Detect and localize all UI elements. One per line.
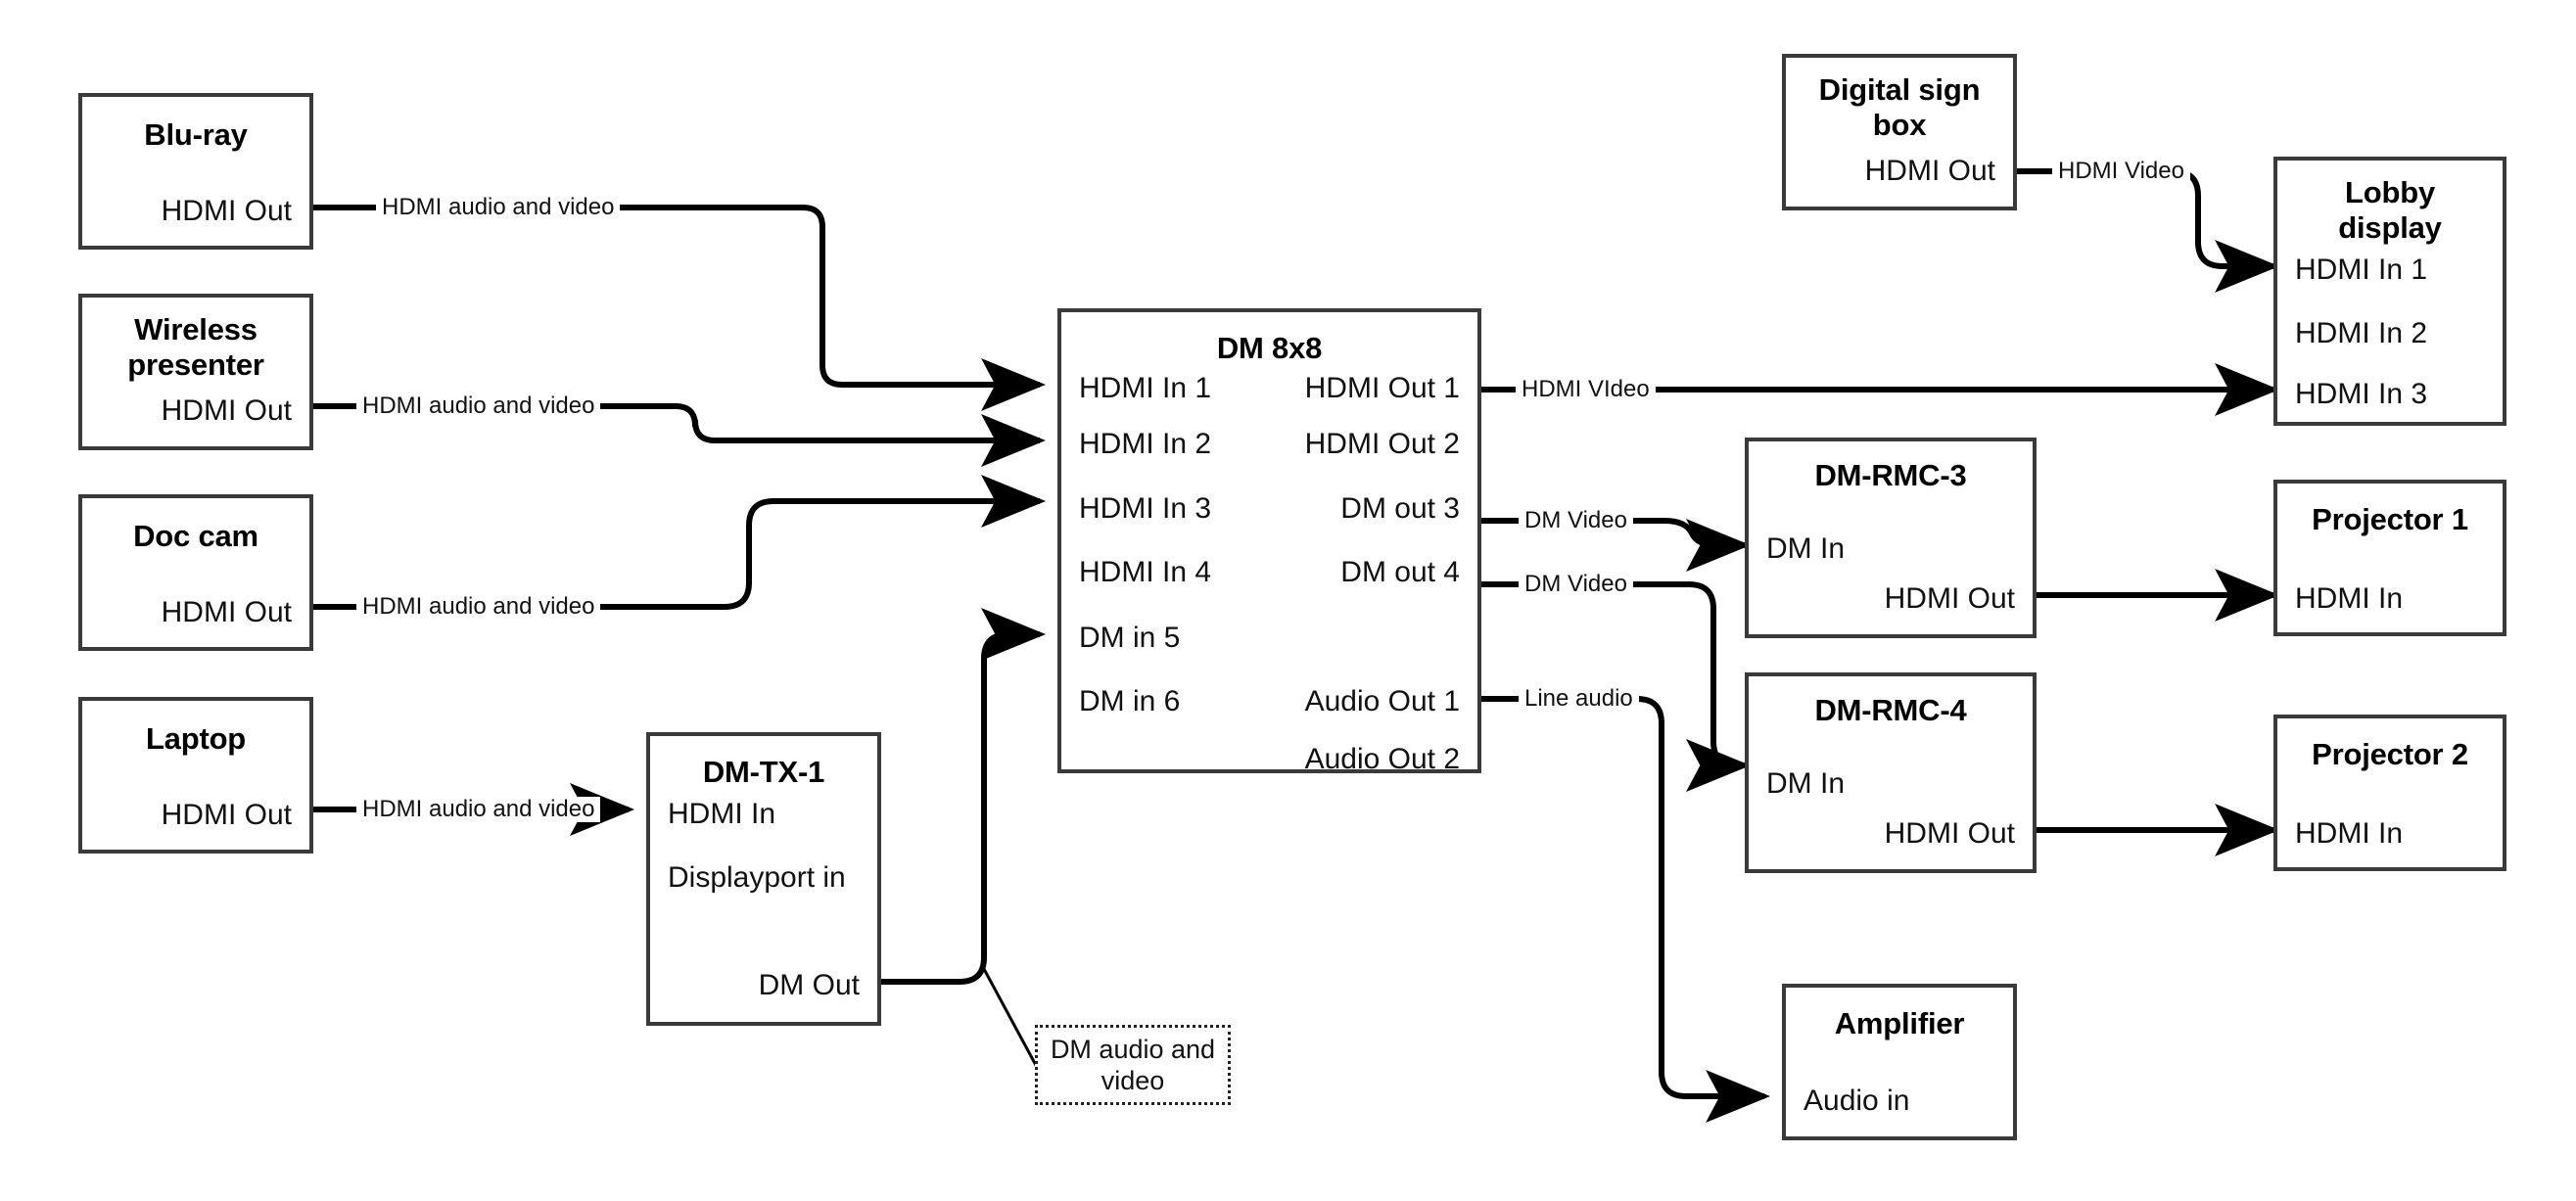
node-bluray-port-hdmi-out[interactable]: HDMI Out [161,195,292,227]
node-wireless-presenter[interactable]: Wireless presenter HDMI Out [78,294,313,450]
node-lobby-display[interactable]: Lobby display HDMI In 1 HDMI In 2 HDMI I… [2273,157,2506,426]
edge-label-bluray-to-dm8x8: HDMI audio and video [376,195,621,220]
node-bluray[interactable]: Blu-ray HDMI Out [78,93,313,250]
node-bluray-title: Blu-ray [144,117,248,152]
node-dm-rmc-3-port-hdmi-out[interactable]: HDMI Out [1884,582,2015,615]
node-projector-1-title: Projector 1 [2312,502,2468,536]
wire-doccam-to-dm8x8 [313,475,1046,610]
edge-label-wireless-to-dm8x8: HDMI audio and video [356,393,601,419]
node-laptop-title: Laptop [145,721,247,756]
node-dm-rmc-4-port-dm-in[interactable]: DM In [1766,767,1846,800]
node-dm-tx-1-port-dm-out[interactable]: DM Out [758,969,860,1001]
node-dm-tx-1[interactable]: DM-TX-1 HDMI In Displayport in DM Out [646,732,881,1026]
edge-label-dm8x8-out4-to-rmc4: DM Video [1519,572,1633,597]
node-projector-2[interactable]: Projector 2 HDMI In [2273,715,2506,871]
node-lobby-display-title-line2: display [2338,210,2442,245]
node-digital-sign-box-port-hdmi-out[interactable]: HDMI Out [1864,155,1995,187]
node-laptop[interactable]: Laptop HDMI Out [78,697,313,854]
edge-label-laptop-to-dmtx1: HDMI audio and video [356,797,601,822]
node-dm-8x8-port-audio-out-2[interactable]: Audio Out 2 [1304,743,1460,775]
callout-line2: video [1101,1066,1165,1095]
node-dm-8x8-port-dm-out-3[interactable]: DM out 3 [1340,492,1460,525]
node-lobby-display-port-hdmi-in-1[interactable]: HDMI In 1 [2295,254,2428,286]
node-projector-1-port-hdmi-in[interactable]: HDMI In [2295,582,2404,615]
node-doc-cam-title: Doc cam [133,519,258,553]
node-dm-tx-1-port-hdmi-in[interactable]: HDMI In [668,798,776,830]
node-dm-rmc-3-port-dm-in[interactable]: DM In [1766,532,1846,565]
callout-leader-line [982,968,1040,1070]
node-laptop-port-hdmi-out[interactable]: HDMI Out [161,799,292,831]
node-doc-cam[interactable]: Doc cam HDMI Out [78,494,313,651]
wire-digitalsign-to-lobby [2017,168,2279,293]
node-projector-1[interactable]: Projector 1 HDMI In [2273,480,2506,636]
node-dm-8x8-port-hdmi-in-1[interactable]: HDMI In 1 [1079,372,1212,404]
node-dm-8x8-port-hdmi-out-1[interactable]: HDMI Out 1 [1304,372,1460,404]
node-wireless-presenter-port-hdmi-out[interactable]: HDMI Out [161,394,292,427]
edge-label-dm8x8-audio1-to-amplifier: Line audio [1519,686,1639,712]
node-digital-sign-box-title-line2: box [1872,108,1927,142]
edge-label-doccam-to-dm8x8: HDMI audio and video [356,594,601,620]
node-dm-rmc-3[interactable]: DM-RMC-3 DM In HDMI Out [1745,438,2037,638]
edge-label-dm8x8-out3-to-rmc3: DM Video [1519,508,1633,533]
wire-dm8x8-out4-to-rmc4 [1481,581,1751,792]
node-dm-8x8-title: DM 8x8 [1216,331,1323,365]
wire-bluray-to-dm8x8 [313,205,1046,411]
wire-dmtx1-to-dm8x8 [881,608,1046,985]
node-dm-rmc-4-port-hdmi-out[interactable]: HDMI Out [1884,817,2015,850]
node-lobby-display-port-hdmi-in-2[interactable]: HDMI In 2 [2295,317,2428,349]
node-dm-8x8-port-hdmi-in-3[interactable]: HDMI In 3 [1079,492,1212,525]
node-dm-8x8-port-hdmi-in-4[interactable]: HDMI In 4 [1079,556,1212,588]
callout-line1: DM audio and [1050,1035,1216,1064]
node-dm-8x8-port-hdmi-in-2[interactable]: HDMI In 2 [1079,428,1212,460]
node-amplifier[interactable]: Amplifier Audio in [1782,984,2017,1140]
node-dm-rmc-4-title: DM-RMC-4 [1814,693,1967,727]
edge-label-digitalsign-to-lobby: HDMI Video [2052,159,2190,184]
node-wireless-presenter-title-line1: Wireless [134,312,258,346]
node-digital-sign-box-title-line1: Digital sign [1818,72,1981,107]
node-lobby-display-port-hdmi-in-3[interactable]: HDMI In 3 [2295,378,2428,410]
node-wireless-presenter-title-line2: presenter [127,347,264,382]
node-lobby-display-title-line1: Lobby [2345,175,2435,209]
node-dm-tx-1-title: DM-TX-1 [702,755,825,789]
node-dm-8x8[interactable]: DM 8x8 HDMI In 1 HDMI In 2 HDMI In 3 HDM… [1057,308,1481,775]
node-doc-cam-port-hdmi-out[interactable]: HDMI Out [161,596,292,628]
callout-dm-audio-and-video: DM audio and video [1035,1025,1231,1105]
node-dm-8x8-port-hdmi-out-2[interactable]: HDMI Out 2 [1304,428,1460,460]
node-amplifier-port-audio-in[interactable]: Audio in [1803,1085,1910,1117]
wire-dm8x8-audio1-to-amplifier [1481,696,1770,1123]
node-projector-2-title: Projector 2 [2312,737,2468,771]
node-dm-tx-1-port-displayport-in[interactable]: Displayport in [668,861,846,894]
edge-label-dm8x8-out1-to-lobby: HDMI VIdeo [1516,377,1656,402]
node-projector-2-port-hdmi-in[interactable]: HDMI In [2295,817,2404,850]
node-dm-rmc-4[interactable]: DM-RMC-4 DM In HDMI Out [1745,672,2037,873]
node-digital-sign-box[interactable]: Digital sign box HDMI Out [1782,54,2017,210]
node-dm-rmc-3-title: DM-RMC-3 [1814,458,1967,492]
node-dm-8x8-port-audio-out-1[interactable]: Audio Out 1 [1304,685,1460,717]
node-dm-8x8-port-dm-out-4[interactable]: DM out 4 [1340,556,1460,588]
node-amplifier-title: Amplifier [1834,1006,1965,1040]
node-dm-8x8-port-dm-in-6[interactable]: DM in 6 [1079,685,1181,717]
node-dm-8x8-port-dm-in-5[interactable]: DM in 5 [1079,622,1181,654]
